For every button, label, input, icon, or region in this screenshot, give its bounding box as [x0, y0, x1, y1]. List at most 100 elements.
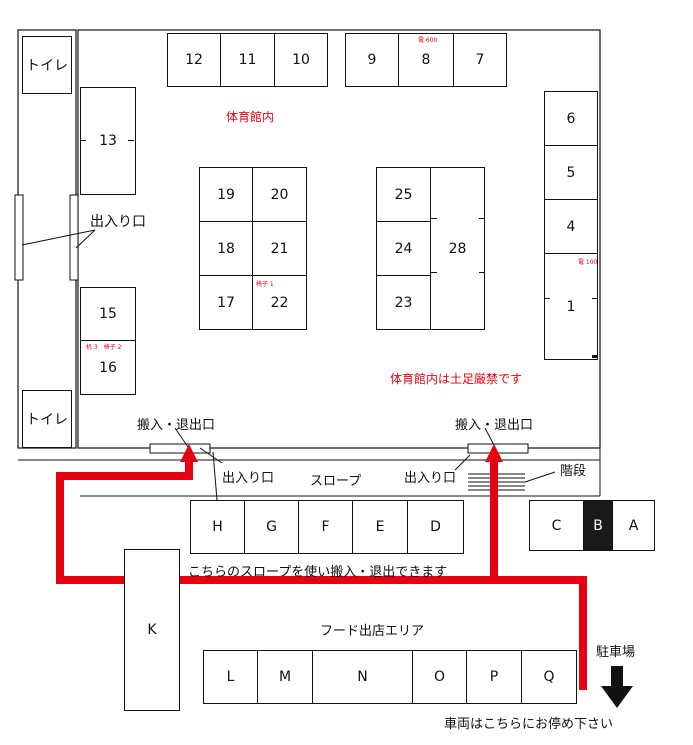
booth-7[interactable]: 7: [453, 33, 507, 87]
booth-N[interactable]: N: [312, 650, 413, 704]
booth-letter: M: [278, 669, 292, 685]
no-shoes-notice: 体育館内は土足厳禁です: [390, 372, 523, 386]
booth-number: 4: [566, 218, 576, 235]
booth-O[interactable]: O: [412, 650, 467, 704]
booth-6[interactable]: 6: [544, 91, 598, 146]
booth-P[interactable]: P: [466, 650, 522, 704]
booth-number: 23: [394, 294, 413, 311]
booth-letter: P: [489, 669, 499, 685]
booth-25[interactable]: 25: [376, 167, 431, 222]
booth-letter: N: [357, 669, 368, 685]
booth-1-tick-a: [544, 298, 550, 299]
bottom-door-left: [149, 443, 211, 454]
booth-number: 28: [448, 240, 467, 257]
parking-arrow-icon: [601, 666, 633, 708]
booth-23[interactable]: 23: [376, 275, 431, 330]
entrance-label-bottom-left: 出入り口: [222, 471, 275, 486]
food-area-label: フード出店エリア: [320, 624, 425, 639]
booth-number: 16: [99, 359, 117, 376]
booth-17[interactable]: 17: [199, 275, 253, 330]
booth-number: 8: [421, 52, 431, 68]
booth-letter: F: [321, 519, 330, 535]
booth-13-tick-right: [128, 140, 134, 141]
booth-number: 13: [99, 133, 117, 149]
booth-21[interactable]: 21: [252, 221, 307, 276]
booth-G[interactable]: G: [244, 500, 299, 554]
entrance-label-bottom-right: 出入り口: [404, 471, 457, 486]
stairs-label: 階段: [560, 464, 587, 479]
booth-letter: G: [266, 519, 277, 535]
booth-18[interactable]: 18: [199, 221, 253, 276]
booth-number: 6: [566, 110, 576, 127]
slope-label: スロープ: [310, 474, 362, 489]
booth-9[interactable]: 9: [345, 33, 399, 87]
entrance-label-left: 出入り口: [90, 214, 146, 230]
route-arrow-left-icon: [180, 444, 198, 462]
booth-M[interactable]: M: [257, 650, 313, 704]
booth-letter: H: [212, 519, 223, 535]
entrance-leader-1: [21, 229, 96, 246]
booth-16[interactable]: 16: [80, 340, 136, 395]
booth-13-tick-left: [80, 140, 86, 141]
booth-10[interactable]: 10: [274, 33, 328, 87]
toilet-bottom: トイレ: [22, 390, 72, 448]
booth-letter: C: [551, 517, 562, 534]
booth-1[interactable]: 1: [544, 253, 598, 360]
booth-K[interactable]: K: [124, 549, 180, 711]
booth-number: 20: [270, 186, 289, 203]
booth-number: 21: [270, 240, 289, 257]
booth-28-tick-c: [431, 272, 437, 273]
booth-number: 10: [292, 52, 310, 68]
booth-A[interactable]: A: [612, 500, 655, 551]
booth-number: 24: [394, 240, 413, 257]
booth-number: 9: [367, 52, 377, 68]
booth-F[interactable]: F: [298, 500, 353, 554]
booth-number: 7: [475, 52, 485, 68]
toilet-label: トイレ: [26, 412, 68, 428]
booth-letter: K: [147, 622, 157, 638]
booth-letter: O: [433, 669, 446, 685]
booth-12[interactable]: 12: [167, 33, 221, 87]
booth-19[interactable]: 19: [199, 167, 253, 222]
booth-H[interactable]: H: [190, 500, 245, 554]
booth-28-tick-a: [431, 218, 437, 219]
booth-15[interactable]: 15: [80, 287, 136, 341]
booth-20[interactable]: 20: [252, 167, 307, 222]
booth-letter: D: [430, 519, 441, 535]
booth-letter: L: [226, 669, 235, 685]
booth-letter: E: [375, 519, 385, 535]
toilet-top: トイレ: [22, 36, 72, 94]
side-door-inner: [69, 194, 79, 281]
booth-28-tick-b: [479, 218, 485, 219]
booth-13[interactable]: 13: [80, 87, 136, 195]
booth-24[interactable]: 24: [376, 221, 431, 276]
booth-1-tick-b: [592, 298, 598, 299]
booth-letter: Q: [543, 669, 555, 685]
booth-number: 18: [217, 240, 235, 257]
booth-5[interactable]: 5: [544, 145, 598, 200]
booth-B[interactable]: B: [583, 500, 613, 551]
booth-Q[interactable]: Q: [521, 650, 577, 704]
booth-number: 12: [185, 52, 203, 68]
booth-11[interactable]: 11: [220, 33, 275, 87]
slope-usage-note: こちらのスロープを使い搬入・退出できます: [188, 565, 448, 580]
side-door-outer: [14, 194, 24, 281]
booth-8[interactable]: 8: [398, 33, 454, 87]
booth-D[interactable]: D: [407, 500, 464, 554]
stairs-icon: [468, 471, 556, 491]
booth-4[interactable]: 4: [544, 199, 598, 254]
parking-label: 駐車場: [596, 645, 636, 660]
booth-L[interactable]: L: [203, 650, 258, 704]
door-leader-left: [199, 447, 223, 464]
booth-1-tick-c: [592, 355, 598, 358]
booth-E[interactable]: E: [352, 500, 408, 554]
booth-letter: A: [628, 517, 639, 534]
booth-number: 5: [566, 164, 576, 181]
gym-label: 体育館内: [226, 110, 275, 124]
booth-C[interactable]: C: [529, 500, 584, 551]
booth-22[interactable]: 22: [252, 275, 307, 330]
booth-28[interactable]: 28: [430, 167, 485, 330]
load-leader-right: [484, 427, 496, 448]
power-note-8: 電 600: [418, 37, 438, 44]
